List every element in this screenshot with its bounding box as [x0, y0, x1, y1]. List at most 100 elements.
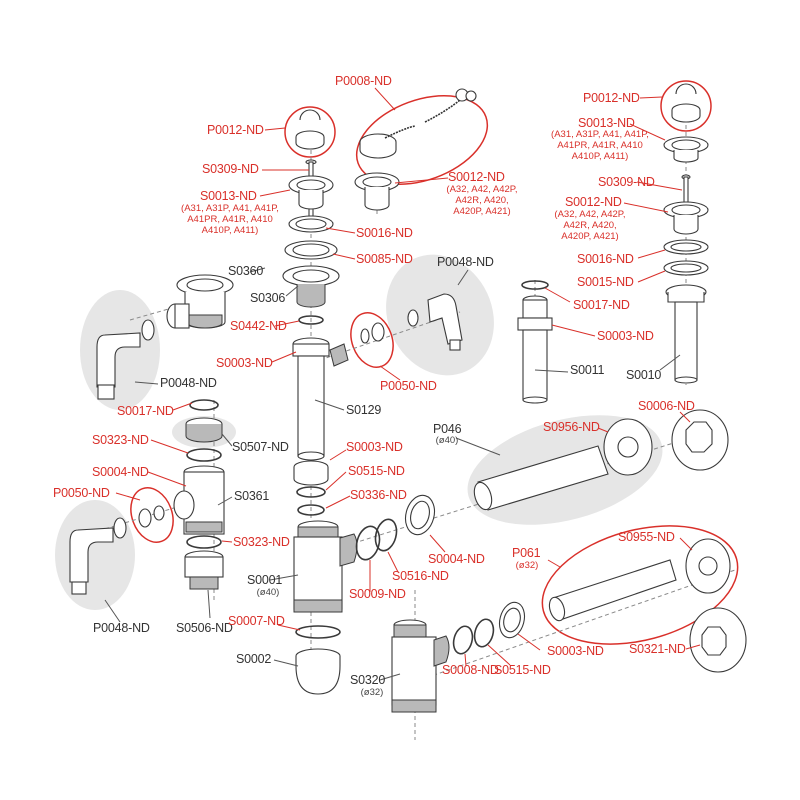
label-s0013-right: S0013-ND [578, 116, 635, 130]
label-p0012-right: P0012-ND [583, 91, 640, 105]
label-s0336: S0336-ND [350, 488, 407, 502]
label-s0129: S0129 [346, 403, 382, 417]
label-s0002: S0002 [236, 652, 272, 666]
label-s0015: S0015-ND [577, 275, 634, 289]
washer-s0016-left [288, 215, 334, 233]
cap-s0002 [295, 648, 341, 695]
label-s0012-right: S0012-ND [565, 195, 622, 209]
size-p061: (ø32) [515, 560, 539, 571]
label-s0008: S0008-ND [442, 663, 499, 677]
washer-s0323-top [186, 448, 222, 462]
label-p0012-left: P0012-ND [207, 123, 264, 137]
washer-s0442 [298, 315, 324, 325]
group-circle-p0012-left [284, 106, 336, 158]
label-s0017-left: S0017-ND [117, 404, 174, 418]
size-s0320: (ø32) [360, 687, 384, 698]
label-s0011: S0011 [570, 363, 605, 377]
o-ring-s0007 [295, 625, 341, 639]
bottle-trap-s0001 [293, 520, 358, 613]
label-s0003-right: S0003-ND [597, 329, 654, 343]
nut-s0003-low [498, 601, 526, 639]
label-s0515-low: S0515-ND [494, 663, 551, 677]
label-s0442: S0442-ND [230, 319, 287, 333]
leader-lines [104, 87, 701, 681]
nut-s0507 [185, 417, 223, 443]
models-s0012-mid: (A32, A42, A42P, A42R, A420, A420P, A421… [446, 184, 518, 217]
washer-s0015 [663, 260, 709, 276]
label-s0017-right: S0017-ND [573, 298, 630, 312]
label-s0323-top: S0323-ND [92, 433, 149, 447]
label-s0320: S0320 [350, 673, 386, 687]
label-s0004-mid: S0004-ND [428, 552, 485, 566]
label-s0004-left: S0004-ND [92, 465, 149, 479]
label-s0516: S0516-ND [392, 569, 449, 583]
label-s0321: S0321-ND [629, 642, 686, 656]
nut-s0506 [184, 550, 224, 590]
label-s0085: S0085-ND [356, 252, 413, 266]
group-circle-p0050-upper [350, 312, 394, 368]
label-p0050-upper: P0050-ND [380, 379, 437, 393]
label-s0507: S0507-ND [232, 440, 289, 454]
label-s0956: S0956-ND [543, 420, 600, 434]
rosette-s0956 [603, 418, 653, 476]
label-s0013-left: S0013-ND [200, 189, 257, 203]
drain-body-s0306 [282, 265, 340, 308]
group-circle-p0012-right [660, 80, 712, 132]
highlight-group-p0048-left-top [80, 290, 160, 410]
washer-s0516 [374, 518, 398, 552]
washer-s0323-bottom [186, 535, 222, 549]
models-s0013-left: (A31, A31P, A41, A41P, A41PR, A41R, A410… [181, 203, 279, 236]
plug-p0012-right [671, 83, 701, 123]
label-s0009: S0009-ND [349, 587, 406, 601]
valve-p0050-upper [360, 322, 385, 344]
label-s0955: S0955-ND [618, 530, 675, 544]
models-s0012-right: (A32, A42, A42P, A42R, A420, A420P, A421… [554, 209, 626, 242]
washer-s0016-right [663, 239, 709, 255]
label-s0323-bottom: S0323-ND [233, 535, 290, 549]
group-circle-p0050-left [130, 487, 174, 543]
label-p0050-left: P0050-ND [53, 486, 110, 500]
label-p061: P061 [512, 546, 541, 560]
label-s0012-mid: S0012-ND [448, 170, 505, 184]
label-s0003-mid: S0003-ND [346, 440, 403, 454]
label-s0309-right: S0309-ND [598, 175, 655, 189]
elbow-p0048-left-bottom [69, 517, 127, 595]
label-p0048-top: P0048-ND [437, 255, 494, 269]
group-circle-p061 [541, 525, 739, 645]
nut-s0003-mid [293, 460, 329, 486]
elbow-p0048-left-top [96, 319, 155, 400]
label-s0006: S0006-ND [638, 399, 695, 413]
label-p0048-left-bottom: P0048-ND [93, 621, 150, 635]
group-circle-p0008 [355, 95, 489, 185]
tube-p061 [548, 559, 677, 622]
tailpiece-s0010 [665, 284, 707, 384]
label-s0001: S0001 [247, 573, 283, 587]
washer-s0515-mid [296, 486, 326, 498]
tee-s0361 [173, 465, 225, 535]
label-s0007: S0007-ND [228, 614, 285, 628]
strainer-s0012-right [663, 201, 709, 235]
washer-s0017-right [521, 280, 549, 290]
overflow-body-s0360 [166, 274, 234, 329]
models-s0013-right: (A31, A31P, A41, A41P, A41PR, A41R, A410… [551, 129, 649, 162]
rosette-s0321 [689, 607, 747, 673]
tailpiece-s0011 [517, 295, 553, 404]
rosette-s0006 [671, 409, 729, 471]
valve-p0050-left [138, 505, 165, 528]
bottle-trap-s0320 [391, 619, 450, 713]
washer-s0008 [452, 625, 474, 655]
label-s0016-right: S0016-ND [577, 252, 634, 266]
washer-s0017-left [189, 399, 219, 411]
highlight-group-p0048-left-bottom [55, 500, 135, 610]
label-s0515-mid: S0515-ND [348, 464, 405, 478]
size-s0001: (ø40) [256, 587, 280, 598]
rosette-s0955 [685, 538, 731, 594]
strainer-s0013-left [288, 175, 334, 210]
label-p0048-left-top: P0048-ND [160, 376, 217, 390]
elbow-p0048-right [407, 293, 463, 351]
tee-pipe-s0129 [292, 337, 349, 461]
washer-s0515-low [473, 618, 495, 648]
washer-s0085 [284, 240, 338, 260]
label-s0010: S0010 [626, 368, 662, 382]
label-s0003-low: S0003-ND [547, 644, 604, 658]
